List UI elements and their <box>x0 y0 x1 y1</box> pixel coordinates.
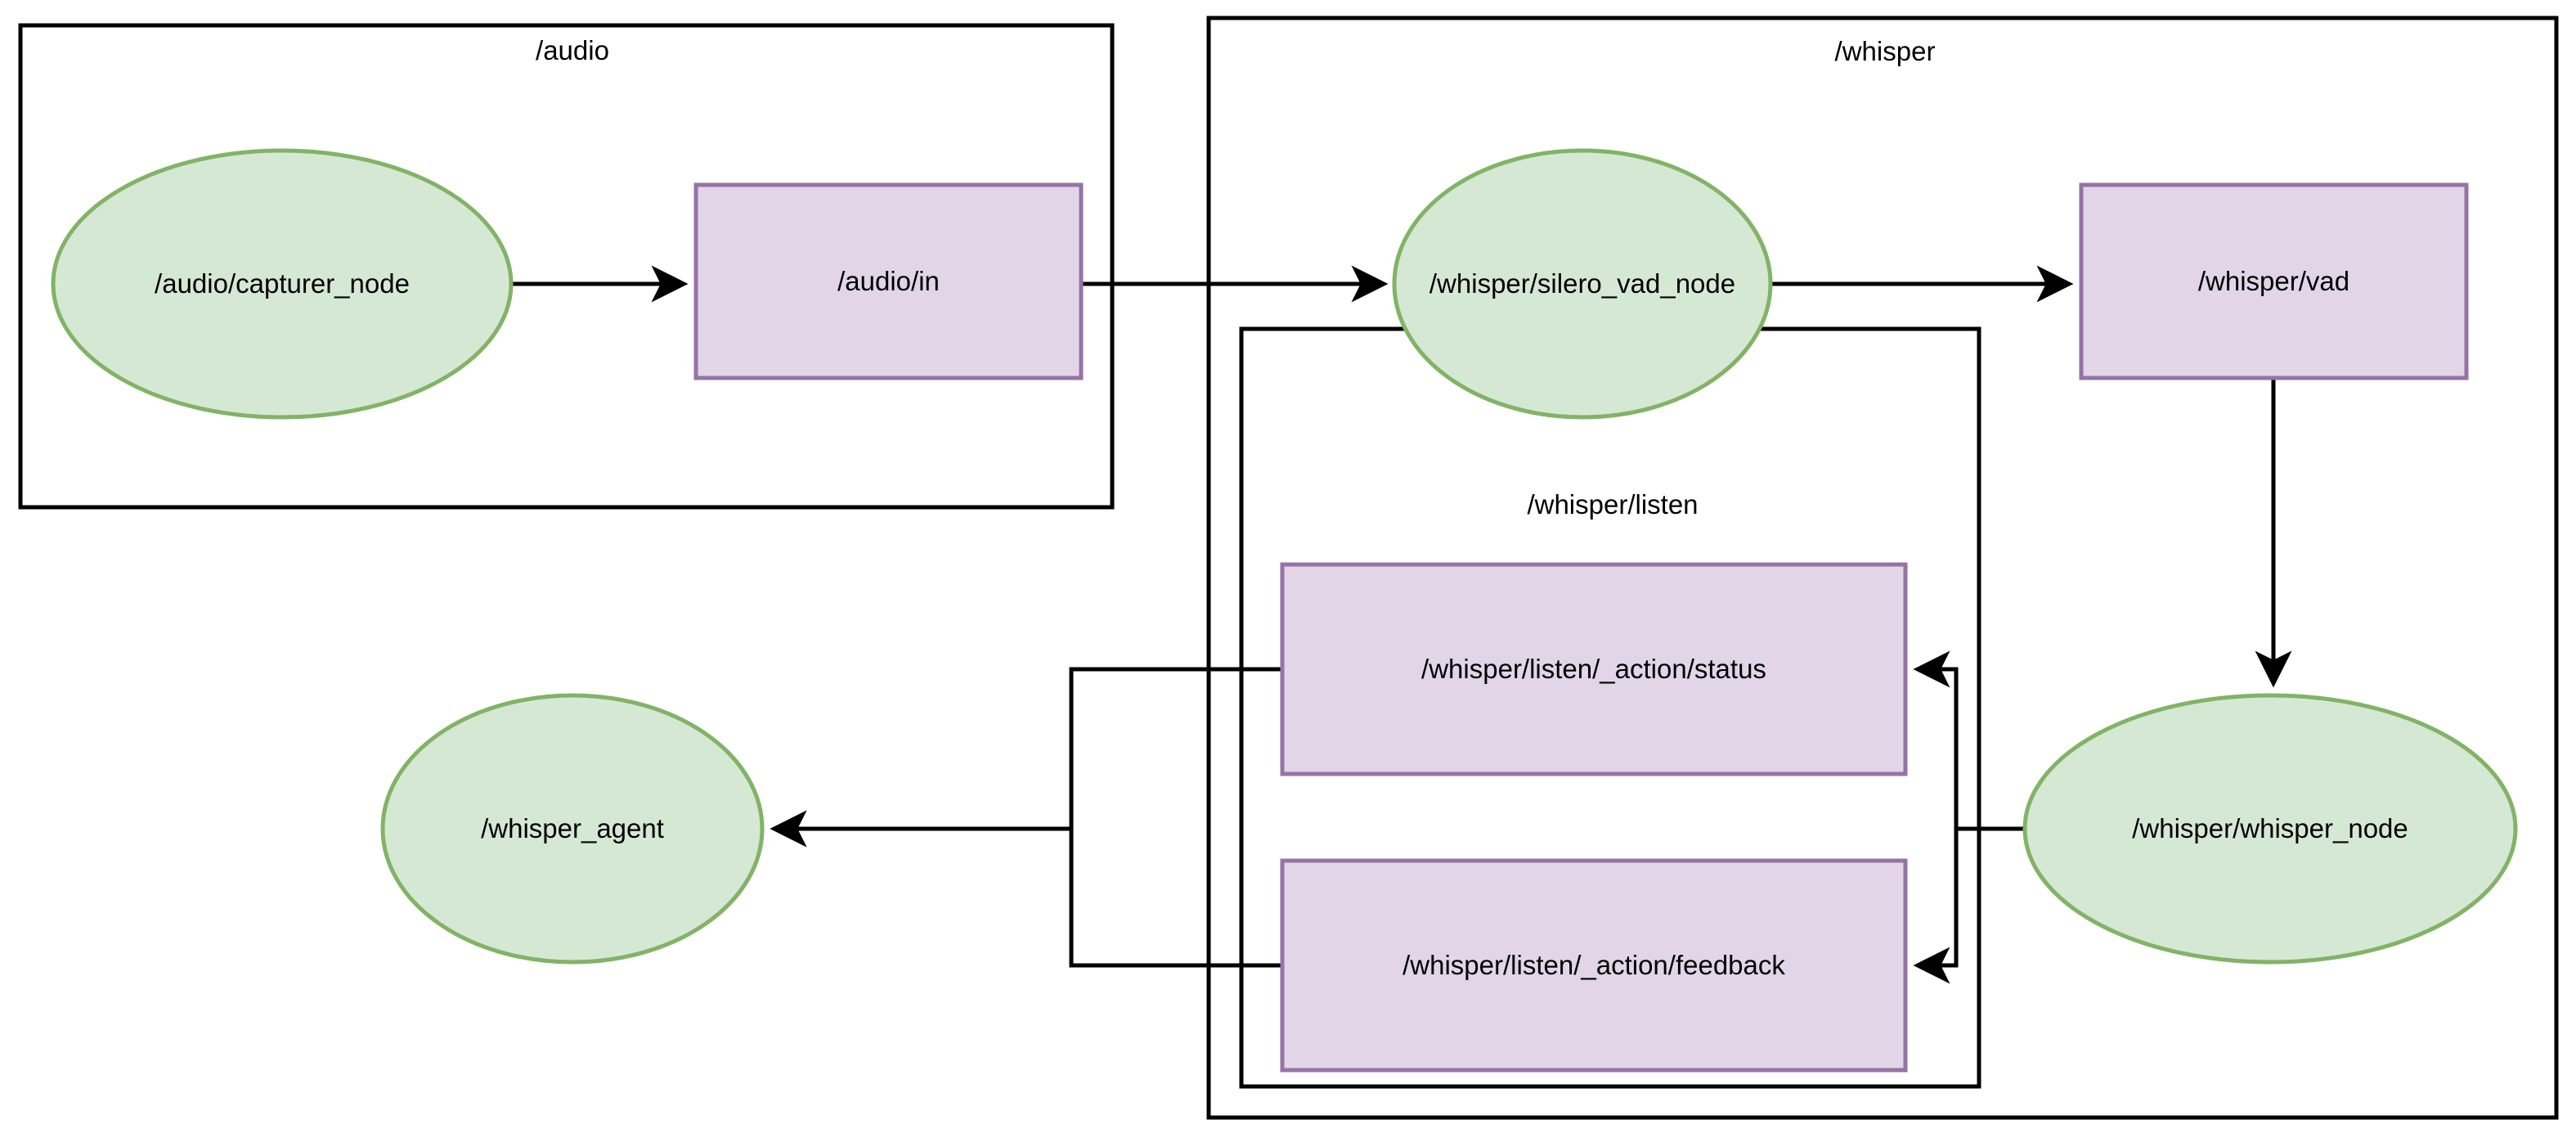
edge-listen_action_feedback-to-whisper_agent <box>770 810 1282 968</box>
edge-listen_action_status-to-whisper_agent <box>770 667 1282 848</box>
topic-whisper_vad[interactable] <box>2079 182 2469 380</box>
cluster-label-whisper_listen: /whisper/listen <box>1527 489 1699 520</box>
node-whisper_agent[interactable] <box>380 693 765 965</box>
cluster-label-whisper: /whisper <box>1834 36 1936 66</box>
shapes-layer <box>51 148 2518 1073</box>
edge-whisper_whisper_node-to-listen_action_feedback <box>1913 826 2025 984</box>
topic-audio_in[interactable] <box>693 182 1084 380</box>
cluster-label-audio: /audio <box>536 35 609 65</box>
edge-whisper_whisper_node-to-listen_action_status <box>1913 650 2025 831</box>
node-whisper_whisper_node[interactable] <box>2022 693 2518 965</box>
clusters-layer <box>18 16 2559 1120</box>
node-audio_capturer_node[interactable] <box>51 148 514 420</box>
edges-layer <box>511 265 2292 984</box>
cluster-whisper <box>1206 16 2559 1120</box>
topic-listen_action_status[interactable] <box>1280 562 1908 776</box>
cluster-audio <box>18 23 1115 510</box>
node-whisper_silero_vad_node[interactable] <box>1392 148 1773 420</box>
topic-listen_action_feedback[interactable] <box>1280 858 1908 1073</box>
